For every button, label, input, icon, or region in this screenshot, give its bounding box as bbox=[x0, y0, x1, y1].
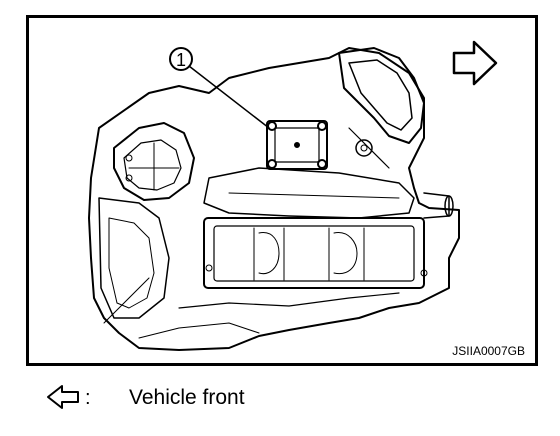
legend-separator: : bbox=[85, 387, 91, 409]
legend-text: Vehicle front bbox=[129, 386, 245, 409]
callout-circle bbox=[169, 47, 193, 71]
hollow-arrow-right-icon bbox=[452, 40, 498, 86]
legend: : Vehicle front bbox=[45, 383, 525, 415]
hollow-arrow-left-icon bbox=[47, 385, 79, 409]
figure-frame: 1 JSIIA0007GB bbox=[26, 15, 538, 366]
hvac-unit-illustration: 1 bbox=[88, 40, 498, 351]
callout-number: 1 bbox=[176, 50, 186, 70]
figure-code: JSIIA0007GB bbox=[452, 344, 525, 358]
